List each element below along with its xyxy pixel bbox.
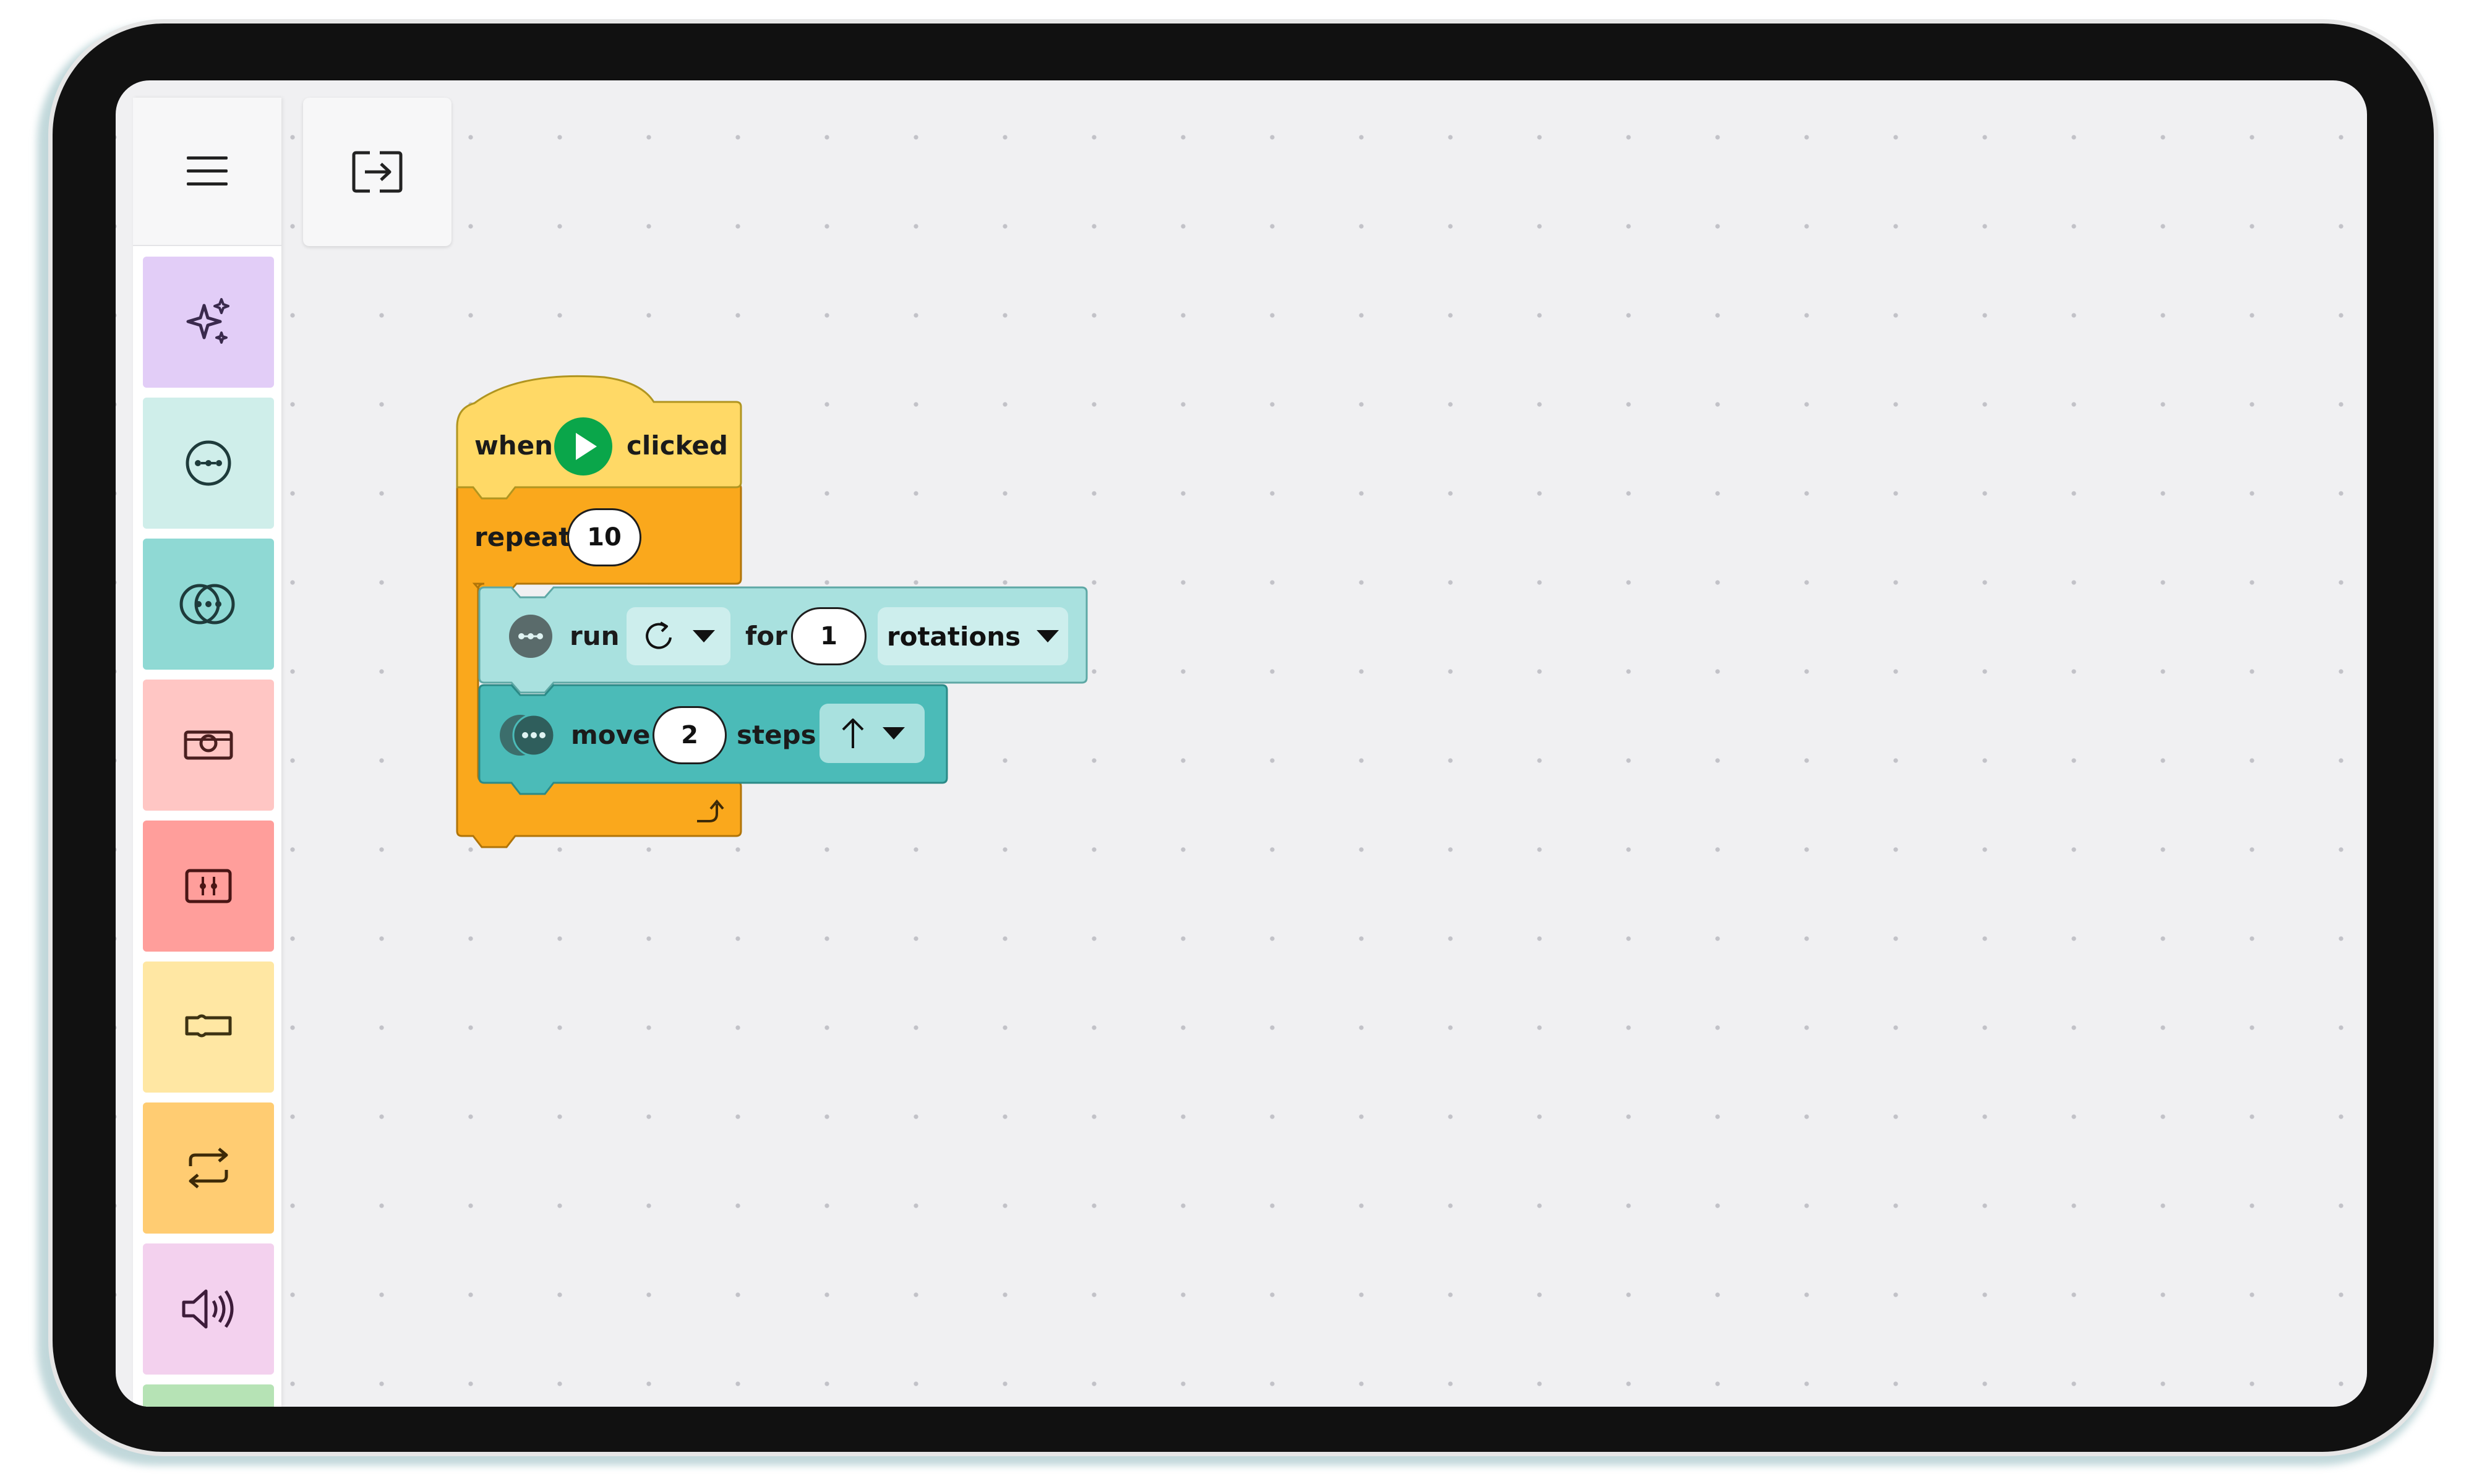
category-control[interactable] (143, 1102, 274, 1234)
category-light[interactable] (143, 680, 274, 811)
steps-input[interactable]: 2 (653, 706, 727, 764)
hamburger-menu-icon (187, 156, 228, 186)
clockwise-arrow-icon (646, 621, 672, 649)
movement-icon (179, 584, 235, 625)
for-label: for (745, 621, 787, 651)
repeat-label: repeat (474, 522, 571, 552)
chevron-down-icon (883, 727, 905, 740)
block-category-sidebar (133, 98, 281, 1407)
arrow-up-icon (842, 719, 864, 748)
event-flag-icon (185, 1014, 232, 1038)
category-operators[interactable] (143, 1384, 274, 1407)
loop-return-arrow-icon (697, 804, 718, 822)
run-label: run (570, 621, 620, 651)
green-flag-play-icon[interactable] (552, 416, 614, 477)
loop-arrows-icon (189, 1148, 228, 1188)
chevron-down-icon (693, 630, 715, 642)
motor-icon (186, 440, 231, 486)
screen: when clicked repeat 10 run for 1 rotatio… (116, 80, 2367, 1407)
move-direction-dropdown[interactable] (820, 704, 925, 763)
unit-value: rotations (886, 621, 1021, 652)
category-motor[interactable] (143, 398, 274, 529)
movement-block-icon (500, 714, 555, 757)
direction-dropdown[interactable] (627, 607, 730, 665)
clicked-label: clicked (627, 430, 728, 461)
repeat-count-input[interactable]: 10 (567, 508, 641, 566)
chevron-down-icon (1037, 630, 1059, 642)
exit-button[interactable] (303, 98, 452, 246)
menu-button[interactable] (133, 98, 281, 246)
when-label: when (474, 430, 554, 461)
exit-icon (352, 151, 403, 193)
sensor-icon (185, 869, 232, 903)
category-ai-sparkle[interactable] (143, 257, 274, 388)
unit-dropdown[interactable]: rotations (878, 607, 1068, 665)
category-sensors[interactable] (143, 821, 274, 952)
category-events[interactable] (143, 962, 274, 1093)
sparkle-icon (186, 298, 229, 344)
light-matrix-icon (184, 730, 233, 760)
block-stack-shapes (456, 375, 1088, 848)
motor-block-icon (509, 615, 552, 658)
steps-label: steps (737, 720, 816, 750)
rotation-amount-input[interactable]: 1 (791, 607, 867, 665)
speaker-icon (182, 1289, 234, 1329)
category-movement[interactable] (143, 539, 274, 670)
category-sound[interactable] (143, 1243, 274, 1375)
move-label: move (571, 720, 651, 750)
